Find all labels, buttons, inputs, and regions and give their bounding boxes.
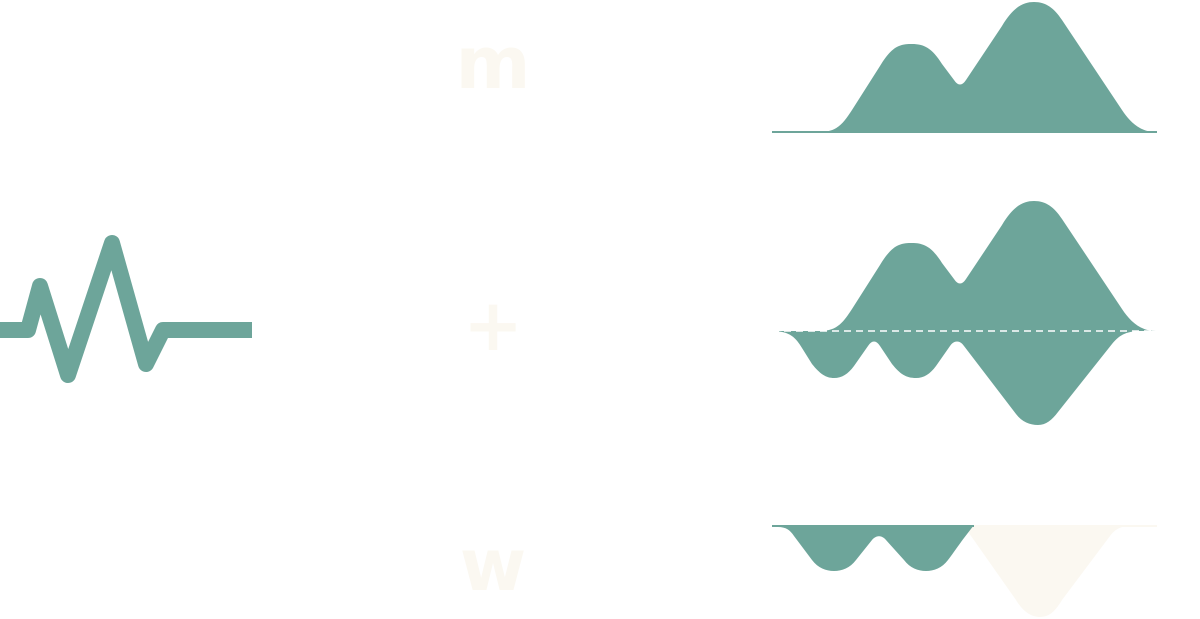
- negative-part-shape: [772, 525, 1157, 617]
- combined-signal-upper: [772, 201, 1156, 331]
- label-middle-plus: +: [463, 283, 523, 367]
- positive-part-shape: [772, 2, 1157, 133]
- pulse-waveform-icon: [0, 235, 252, 383]
- label-top-m: m: [455, 21, 530, 105]
- combined-signal-shape: [772, 201, 1157, 425]
- negative-part-small-valleys: [772, 525, 974, 571]
- negative-part-large-valley: [964, 526, 1132, 617]
- label-bottom-w: w: [460, 523, 527, 607]
- positive-part-mountains: [772, 2, 1156, 132]
- combined-signal-lower: [772, 331, 1142, 425]
- pulse-waveform-line: [0, 235, 252, 383]
